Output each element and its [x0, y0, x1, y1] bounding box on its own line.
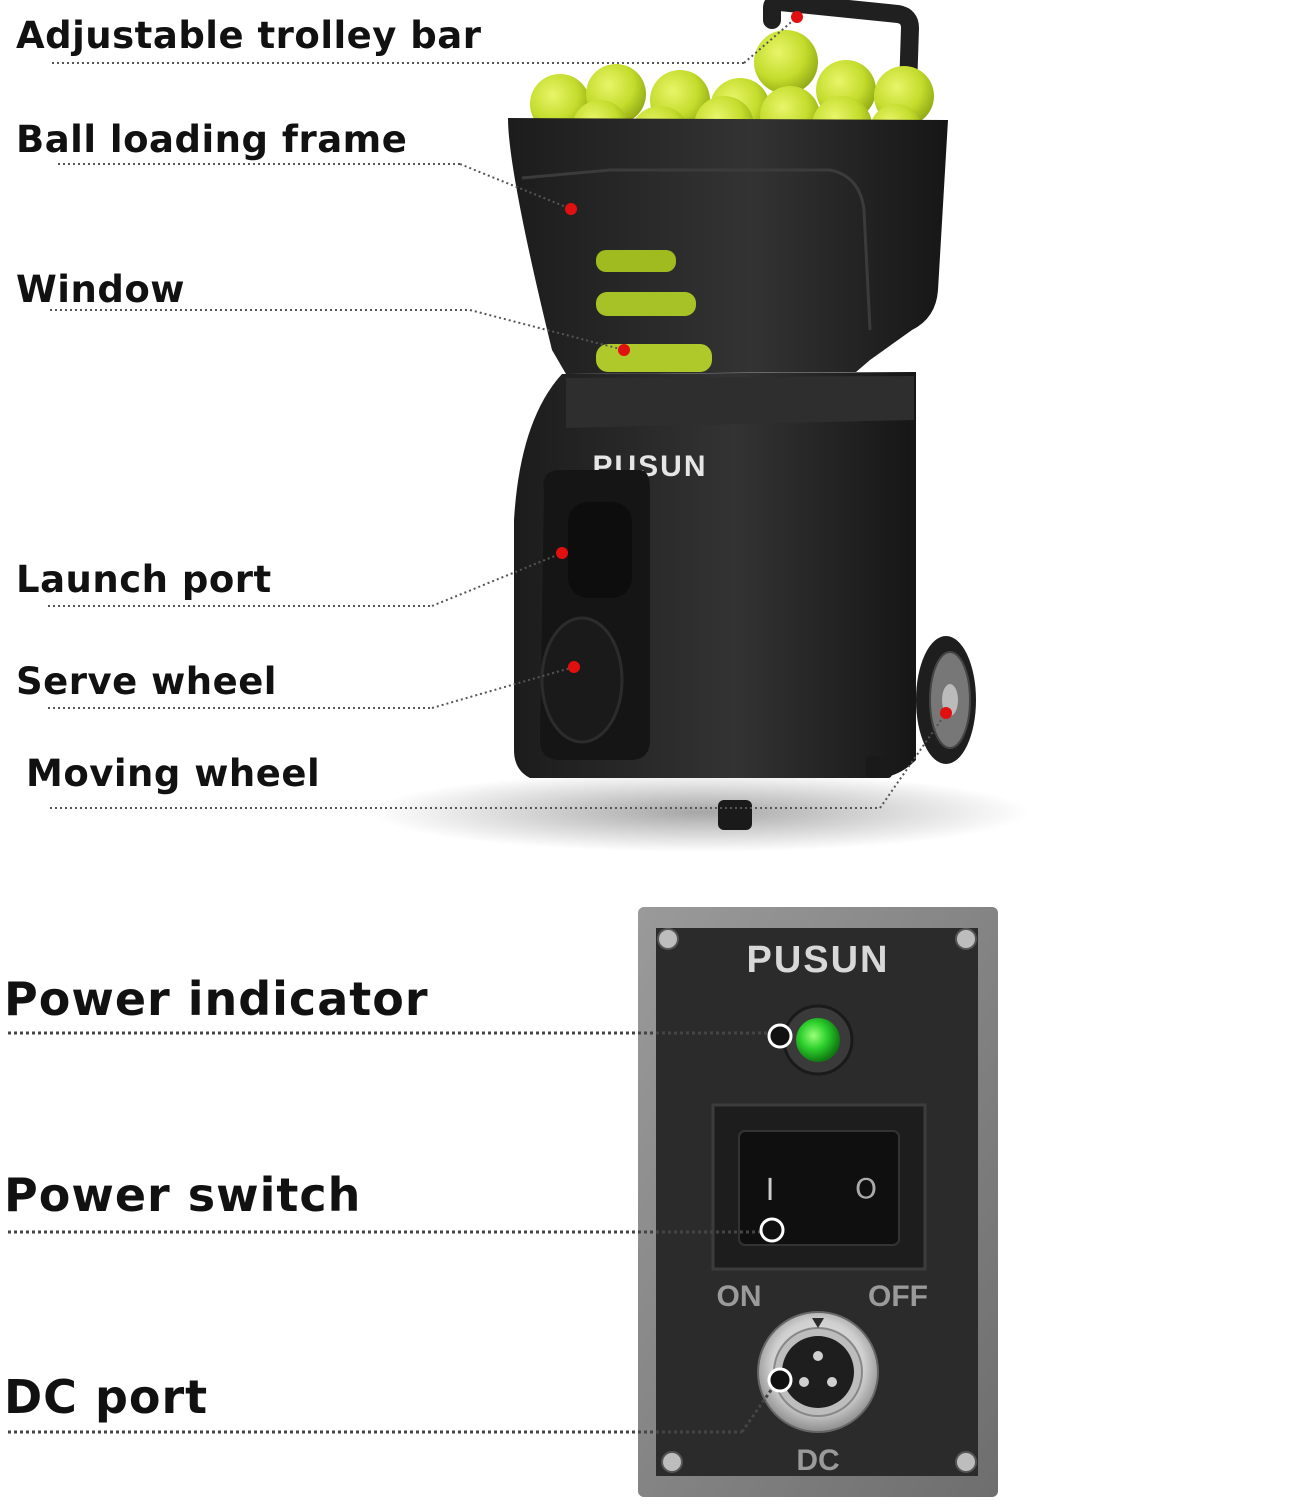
label-serve-wheel: Serve wheel	[16, 660, 277, 703]
machine-markers	[556, 11, 952, 719]
hopper-contour	[521, 168, 872, 331]
launch-port	[568, 502, 632, 598]
marker-moving-wheel	[940, 707, 952, 719]
machine-foot-rear	[866, 756, 892, 778]
machine-leader-lines	[48, 16, 947, 809]
serve-wheel	[540, 616, 624, 744]
on-label: ON	[717, 1280, 762, 1313]
dc-port-socket	[782, 1336, 854, 1408]
power-switch[interactable]	[738, 1130, 900, 1246]
dc-port-notch	[812, 1318, 824, 1328]
tennis-ball-machine: PUSUN	[370, 0, 1030, 852]
label-ball-loading-frame: Ball loading frame	[16, 118, 408, 161]
dc-port-pins	[799, 1351, 837, 1387]
marker-power-switch	[759, 1217, 785, 1243]
marker-window	[618, 344, 630, 356]
floor-shadow	[370, 772, 1030, 852]
dc-label: DC	[796, 1444, 839, 1477]
label-window: Window	[16, 268, 185, 311]
marker-power-indicator	[767, 1023, 793, 1049]
ball-loading-frame	[508, 118, 948, 374]
label-dc-port: DC port	[4, 1370, 209, 1424]
machine-foot	[718, 800, 752, 830]
panel-markers	[759, 1023, 793, 1393]
label-adjustable-trolley-bar: Adjustable trolley bar	[16, 14, 482, 57]
panel-brand-logo: PUSUN	[746, 939, 889, 981]
label-power-indicator: Power indicator	[4, 972, 429, 1026]
panel-leader-lines	[8, 1031, 780, 1434]
control-panel: PUSUN I O ON OFF DC	[638, 907, 998, 1497]
switch-on-symbol: I	[766, 1173, 775, 1208]
moving-wheel	[916, 636, 976, 764]
panel-screws	[657, 928, 977, 1473]
label-launch-port: Launch port	[16, 558, 272, 601]
marker-serve-wheel	[568, 661, 580, 673]
ball-window	[596, 250, 712, 372]
marker-ball-loading-frame	[565, 203, 577, 215]
marker-trolley-bar	[791, 11, 803, 23]
marker-launch-port	[556, 547, 568, 559]
switch-off-symbol: O	[855, 1172, 877, 1205]
power-indicator	[796, 1018, 840, 1062]
off-label: OFF	[868, 1280, 928, 1313]
label-power-switch: Power switch	[4, 1168, 362, 1222]
marker-dc-port	[767, 1367, 793, 1393]
base-top-band	[566, 376, 914, 428]
trolley-bar	[763, 0, 920, 159]
label-moving-wheel: Moving wheel	[26, 752, 321, 795]
